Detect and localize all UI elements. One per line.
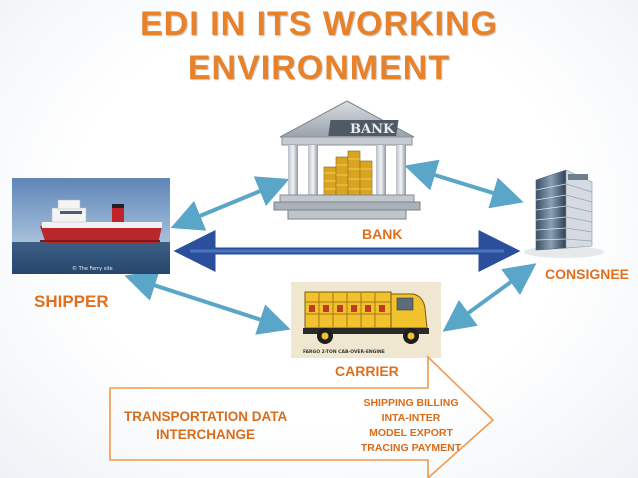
arrow-carrier-consignee: [442, 263, 537, 332]
shipper-image-credit: © The Ferry site: [72, 265, 113, 272]
bank-image: BANK: [272, 95, 422, 225]
arrow-shipper-carrier: [124, 270, 291, 335]
banner-left-text: TRANSPORTATION DATA INTERCHANGE: [124, 408, 287, 444]
consignee-building-image: [518, 160, 606, 260]
carrier-truck-image: FARGO 2-TON CAB-OVER-ENGINE: [291, 282, 441, 358]
banner-left-line-2: INTERCHANGE: [156, 427, 256, 442]
consignee-label: CONSIGNEE: [545, 266, 630, 282]
banner-right-text: SHIPPING BILLING INTA-INTER MODEL EXPORT…: [348, 396, 474, 456]
title-line-1: EDI IN ITS WORKING: [140, 5, 498, 43]
banner-right-line-4: TRACING PAYMENT: [360, 442, 462, 454]
banner-right-line-3: MODEL EXPORT: [369, 427, 453, 439]
shipper-label: SHIPPER: [34, 292, 109, 311]
bank-label: BANK: [362, 226, 403, 242]
banner-left-line-1: TRANSPORTATION DATA: [124, 409, 288, 424]
title-line-2: ENVIRONMENT: [187, 49, 451, 87]
arrow-bank-consignee: [404, 159, 524, 209]
banner-right-line-2: INTA-INTER: [381, 412, 441, 424]
carrier-image-caption: FARGO 2-TON CAB-OVER-ENGINE: [303, 349, 385, 355]
page-title: EDI IN ITS WORKING ENVIRONMENT: [0, 2, 638, 90]
arrow-shipper-bank: [170, 176, 290, 231]
banner-right-line-1: SHIPPING BILLING: [363, 397, 459, 409]
carrier-label: CARRIER: [335, 363, 399, 379]
bank-sign-text: BANK: [350, 122, 395, 137]
shipper-ship-image: © The Ferry site: [12, 178, 170, 274]
